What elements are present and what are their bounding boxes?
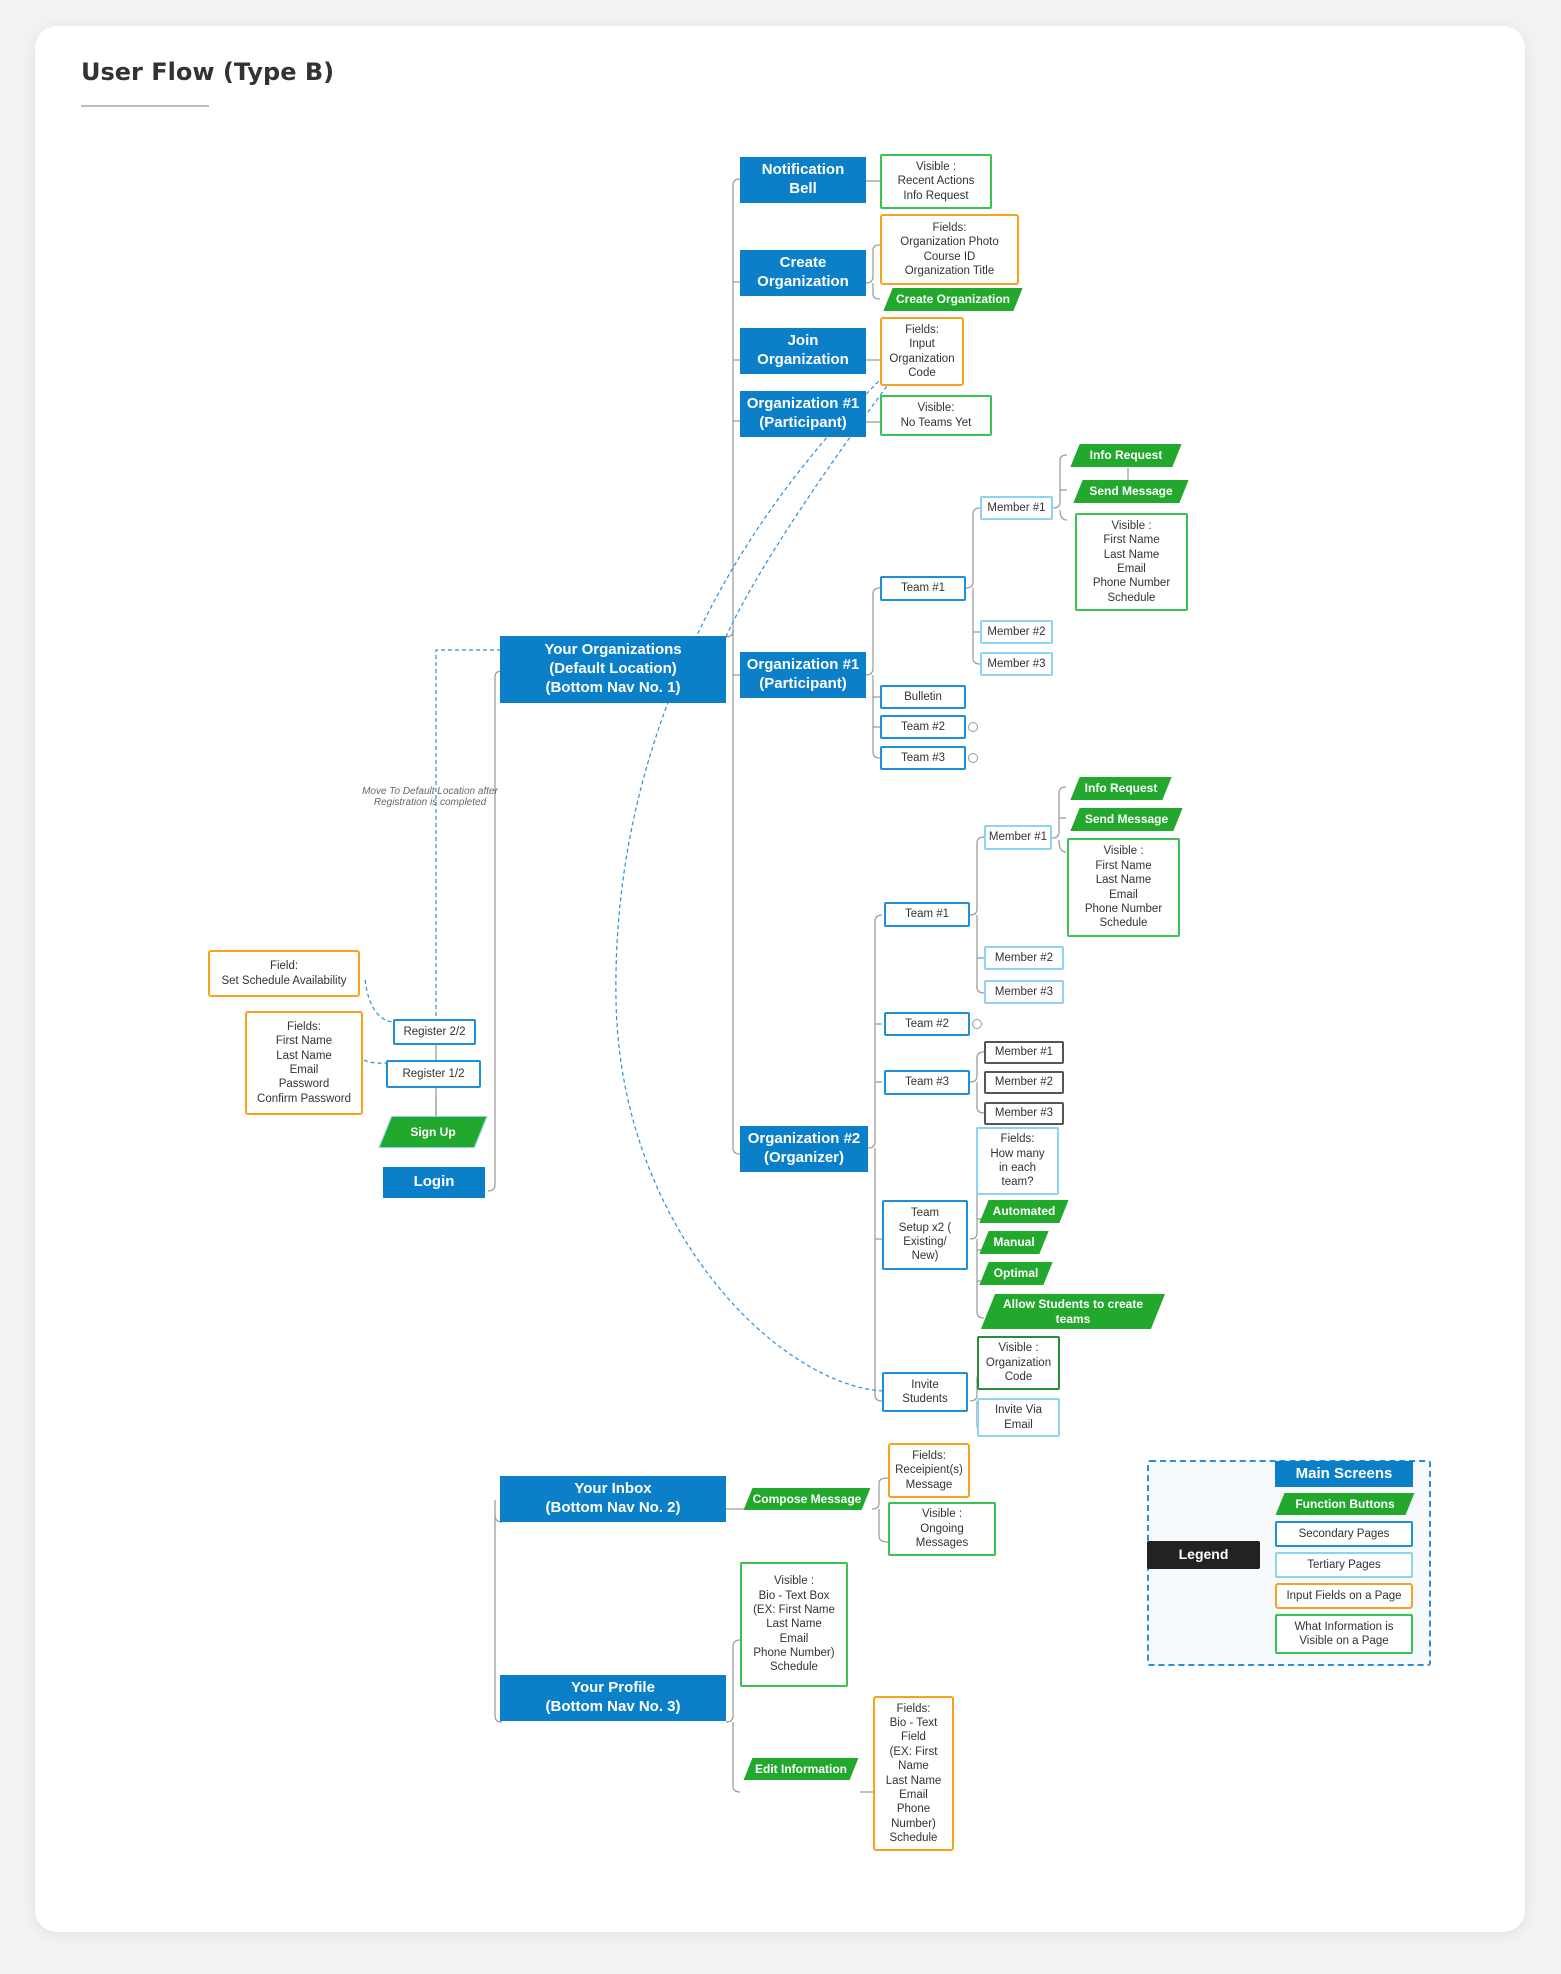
ongoing-messages-visible-info: Visible : Ongoing Messages: [888, 1502, 996, 1556]
team-3-page[interactable]: Team #3: [880, 746, 966, 770]
schedule-availability-field: Field: Set Schedule Availability: [208, 950, 360, 997]
legend-visible-information: What Information is Visible on a Page: [1275, 1614, 1413, 1654]
automated-button[interactable]: Automated: [979, 1200, 1069, 1223]
allow-students-create-teams-button[interactable]: Allow Students to create teams: [980, 1294, 1166, 1329]
optimal-button[interactable]: Optimal: [979, 1262, 1053, 1285]
register-2-of-2-page[interactable]: Register 2/2: [393, 1019, 476, 1045]
member-visible-info: Visible : First Name Last Name Email Pho…: [1067, 838, 1180, 937]
legend-title: Legend: [1147, 1541, 1260, 1569]
info-icon[interactable]: [968, 722, 978, 732]
your-organizations-screen[interactable]: Your Organizations (Default Location) (B…: [500, 636, 726, 703]
member-2-page[interactable]: Member #2: [980, 620, 1053, 644]
info-icon[interactable]: [968, 753, 978, 763]
team-2-page[interactable]: Team #2: [880, 715, 966, 739]
organization-1-participant-empty[interactable]: Organization #1 (Participant): [740, 391, 866, 437]
member-3-page[interactable]: Member #3: [980, 652, 1053, 676]
member-2-page[interactable]: Member #2: [984, 946, 1064, 970]
info-request-button[interactable]: Info Request: [1070, 444, 1182, 467]
send-message-button[interactable]: Send Message: [1070, 808, 1183, 831]
invite-students-page[interactable]: Invite Students: [882, 1372, 968, 1412]
manual-button[interactable]: Manual: [979, 1231, 1049, 1254]
member-1-page[interactable]: Member #1: [980, 496, 1053, 520]
notification-visible-info: Visible : Recent Actions Info Request: [880, 154, 992, 209]
registration-note: Move To Default Location after Registrat…: [362, 786, 498, 808]
member-3-page[interactable]: Member #3: [984, 1102, 1064, 1125]
join-organization-screen[interactable]: Join Organization: [740, 328, 866, 374]
team-size-fields: Fields: How many in each team?: [976, 1127, 1059, 1195]
profile-visible-info: Visible : Bio - Text Box (EX: First Name…: [740, 1562, 848, 1687]
edit-information-button[interactable]: Edit Information: [743, 1758, 859, 1780]
member-visible-info: Visible : First Name Last Name Email Pho…: [1075, 513, 1188, 611]
legend-function-buttons: Function Buttons: [1275, 1493, 1415, 1515]
your-profile-screen[interactable]: Your Profile (Bottom Nav No. 3): [500, 1675, 726, 1721]
organization-2-organizer[interactable]: Organization #2 (Organizer): [740, 1126, 868, 1172]
team-1-page[interactable]: Team #1: [884, 902, 970, 927]
create-organization-fields: Fields: Organization Photo Course ID Org…: [880, 214, 1019, 285]
team-setup-page[interactable]: Team Setup x2 ( Existing/ New): [882, 1200, 968, 1270]
legend-tertiary-pages: Tertiary Pages: [1275, 1552, 1413, 1578]
compose-message-button[interactable]: Compose Message: [743, 1488, 871, 1510]
notification-bell-screen[interactable]: Notification Bell: [740, 157, 866, 203]
join-organization-fields: Fields: Input Organization Code: [880, 317, 964, 386]
legend-main-screens: Main Screens: [1275, 1461, 1413, 1487]
team-1-page[interactable]: Team #1: [880, 576, 966, 601]
team-3-page[interactable]: Team #3: [884, 1070, 970, 1095]
legend-input-fields: Input Fields on a Page: [1275, 1583, 1413, 1609]
login-screen[interactable]: Login: [383, 1167, 485, 1198]
your-inbox-screen[interactable]: Your Inbox (Bottom Nav No. 2): [500, 1476, 726, 1522]
no-teams-visible-info: Visible: No Teams Yet: [880, 395, 992, 436]
legend-secondary-pages: Secondary Pages: [1275, 1521, 1413, 1547]
info-request-button[interactable]: Info Request: [1070, 777, 1172, 800]
recipient-message-fields: Fields: Receipient(s) Message: [888, 1443, 970, 1498]
organization-1-participant[interactable]: Organization #1 (Participant): [740, 652, 866, 698]
page-title: User Flow (Type B): [81, 58, 335, 86]
register-fields: Fields: First Name Last Name Email Passw…: [245, 1011, 363, 1115]
edit-profile-fields: Fields: Bio - Text Field (EX: First Name…: [873, 1696, 954, 1851]
team-2-page[interactable]: Team #2: [884, 1012, 970, 1036]
member-1-page[interactable]: Member #1: [984, 825, 1052, 850]
member-1-page[interactable]: Member #1: [984, 1041, 1064, 1064]
register-1-of-2-page[interactable]: Register 1/2: [386, 1060, 481, 1088]
member-2-page[interactable]: Member #2: [984, 1071, 1064, 1094]
create-organization-screen[interactable]: Create Organization: [740, 250, 866, 296]
invite-via-email-page[interactable]: Invite Via Email: [977, 1398, 1060, 1437]
title-underline: [81, 105, 209, 107]
send-message-button[interactable]: Send Message: [1073, 480, 1189, 503]
sign-up-button[interactable]: Sign Up: [378, 1116, 488, 1148]
info-icon[interactable]: [972, 1019, 982, 1029]
organization-code-visible-info: Visible : Organization Code: [977, 1336, 1060, 1390]
bulletin-page[interactable]: Bulletin: [880, 685, 966, 709]
member-3-page[interactable]: Member #3: [984, 980, 1064, 1004]
create-organization-button[interactable]: Create Organization: [883, 288, 1023, 311]
